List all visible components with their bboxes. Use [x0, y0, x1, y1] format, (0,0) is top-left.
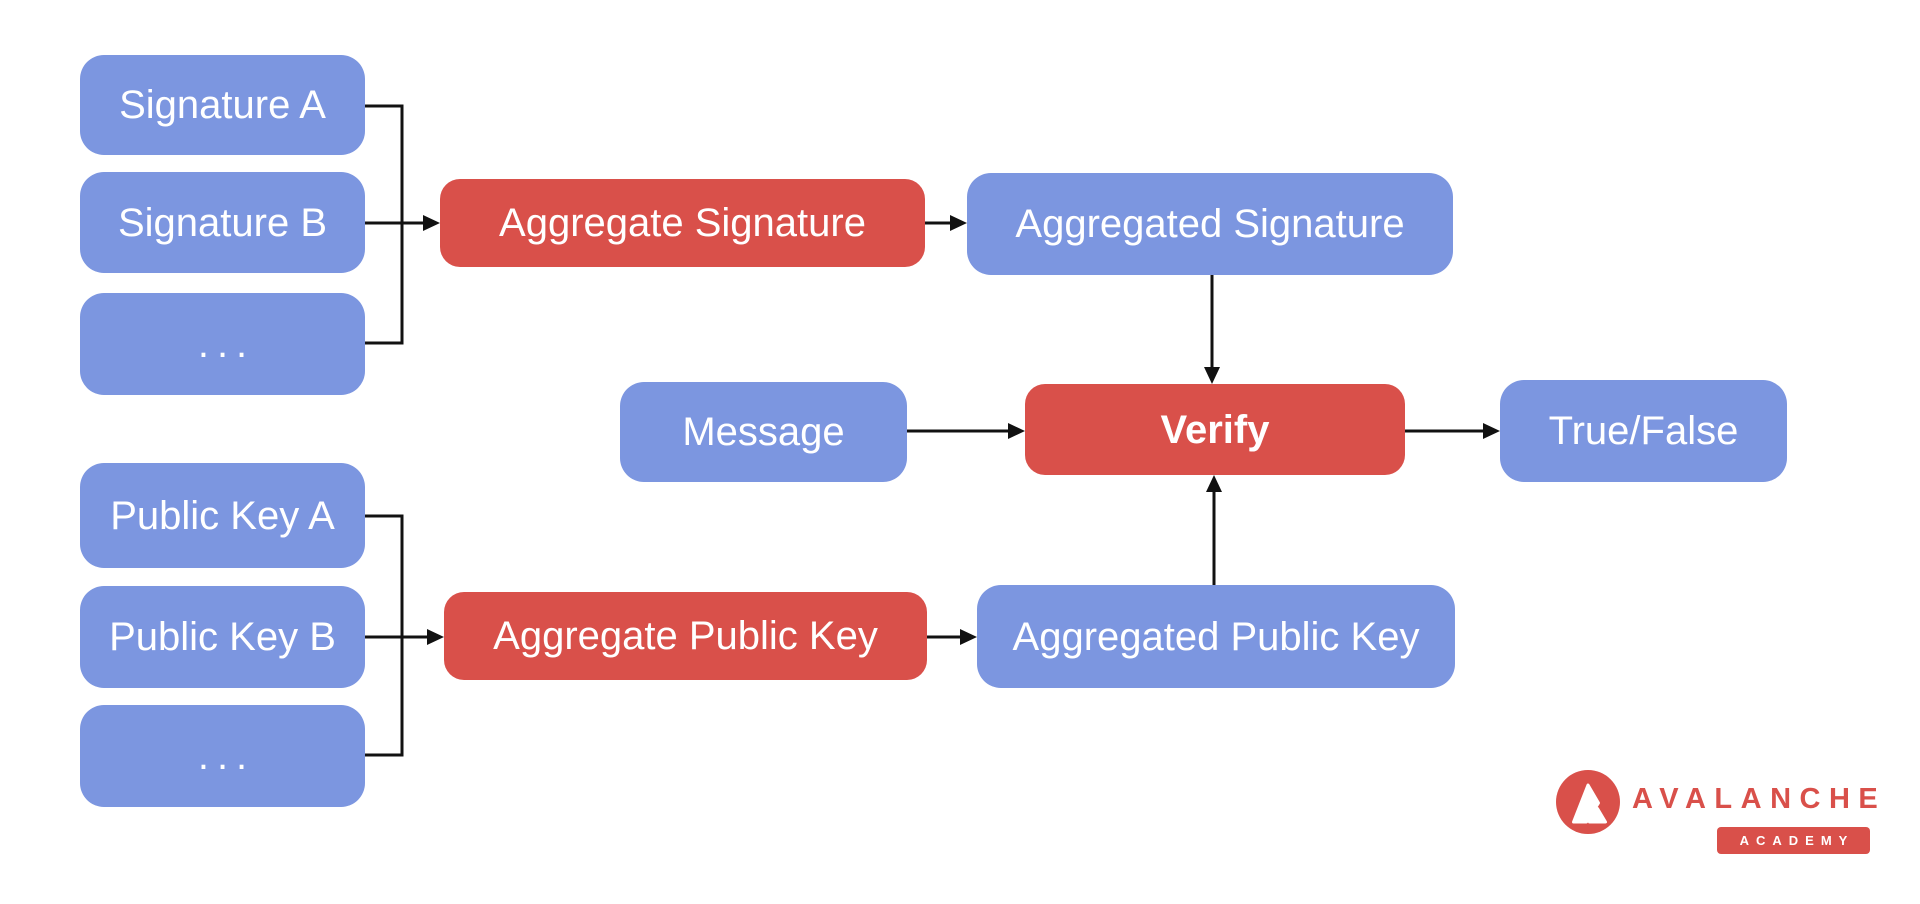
- node-signature-b: Signature B: [80, 172, 365, 273]
- node-label: Aggregated Signature: [1015, 202, 1405, 246]
- logo-brand-text: AVALANCHE: [1632, 783, 1887, 815]
- node-label: Public Key A: [110, 493, 335, 538]
- node-label: ...: [197, 734, 256, 778]
- connector-public-keys-bracket: [365, 514, 404, 757]
- node-public-key-a: Public Key A: [80, 463, 365, 568]
- logo-academy-badge: ACADEMY: [1717, 827, 1870, 854]
- node-true-false: True/False: [1500, 380, 1787, 482]
- node-label: Signature B: [117, 200, 328, 245]
- avalanche-academy-logo: AVALANCHE ACADEMY: [1556, 768, 1886, 858]
- node-label: Aggregate Signature: [499, 201, 866, 245]
- node-verify: Verify: [1025, 384, 1405, 475]
- node-label: Public Key B: [109, 615, 336, 659]
- node-label: ...: [197, 322, 256, 366]
- avalanche-logo-icon: [1556, 770, 1620, 834]
- node-label: Message: [682, 410, 845, 454]
- node-signature-a: Signature A: [80, 55, 365, 155]
- node-label: Aggregate Public Key: [493, 614, 878, 658]
- node-message: Message: [620, 382, 907, 482]
- node-public-key-more: ...: [80, 705, 365, 807]
- node-label: Signature A: [119, 83, 326, 127]
- node-aggregated-signature: Aggregated Signature: [967, 173, 1453, 275]
- node-label: Verify: [1160, 407, 1270, 452]
- node-public-key-b: Public Key B: [80, 586, 365, 688]
- node-aggregated-public-key: Aggregated Public Key: [977, 585, 1455, 688]
- node-signature-more: ...: [80, 293, 365, 395]
- node-label: True/False: [1548, 409, 1739, 453]
- connector-signatures-bracket: [365, 104, 404, 345]
- node-label: Aggregated Public Key: [1012, 614, 1420, 659]
- node-aggregate-signature: Aggregate Signature: [440, 179, 925, 267]
- node-aggregate-public-key: Aggregate Public Key: [444, 592, 927, 680]
